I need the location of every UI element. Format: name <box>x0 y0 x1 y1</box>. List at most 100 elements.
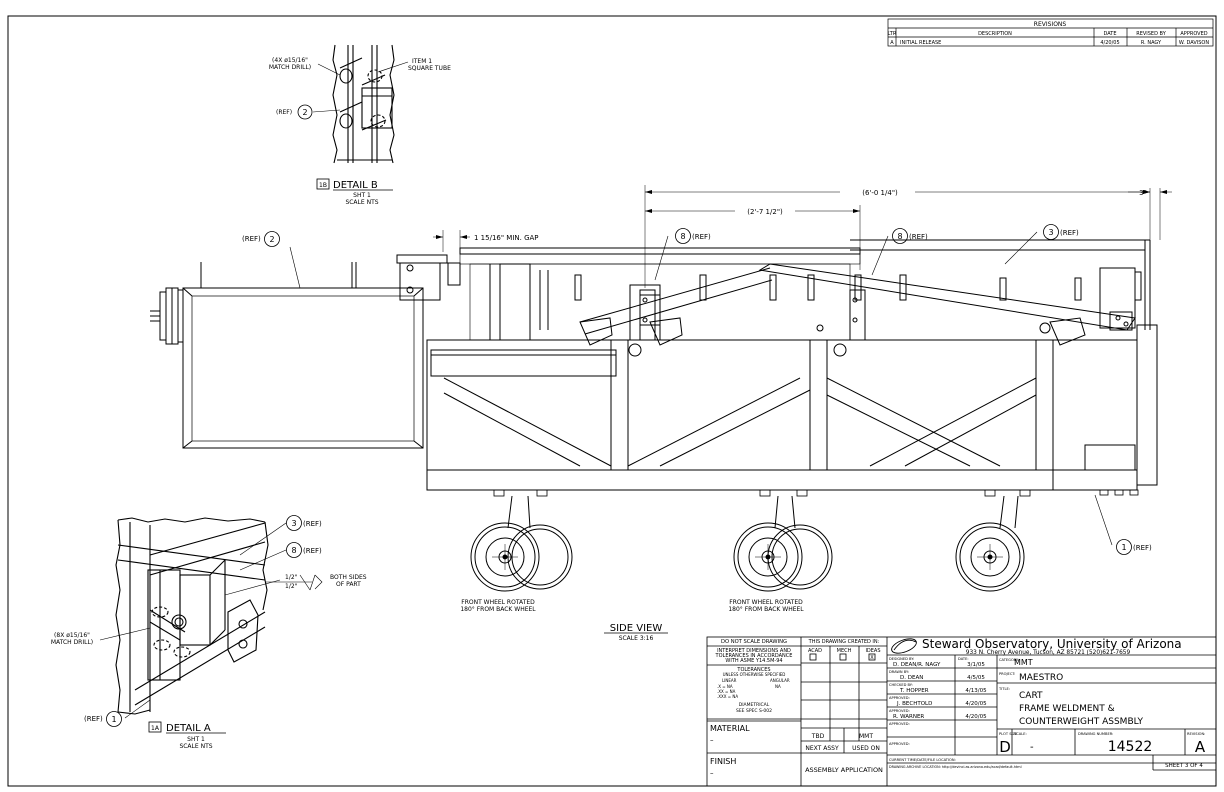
tb-approved3-label: APPROVED: <box>889 722 910 726</box>
side-view-scale: SCALE 3:16 <box>619 635 654 642</box>
detail-b-title: DETAIL B <box>333 180 378 191</box>
tb-angular: ANGULAR <box>770 678 790 683</box>
tb-approved2-label: APPROVED: <box>889 709 910 713</box>
tb-no-scale: DO NOT SCALE DRAWING <box>721 639 787 645</box>
tb-material-value: – <box>710 736 714 744</box>
detail-a-ref8-label: (REF) <box>303 547 322 555</box>
tb-next-assy: NEXT ASSY <box>805 745 839 752</box>
sv-ref1-num: 1 <box>1121 543 1126 552</box>
tb-plot-size-label: PLOT SIZE <box>999 732 1018 736</box>
tb-category: MMT <box>1014 658 1033 667</box>
tb-ideas: IDEAS <box>865 648 880 654</box>
wheel-note-1b: 180° FROM BACK WHEEL <box>460 606 536 613</box>
detail-a-ref1-num: 1 <box>111 715 116 724</box>
tb-interpret-1: INTERPRET DIMENSIONS AND <box>717 648 791 654</box>
rev-col-ltr: LTR <box>888 31 897 37</box>
tb-checked-date: 4/13/05 <box>965 688 987 694</box>
sv-ref8a-balloon <box>675 228 691 244</box>
steward-logo <box>891 638 917 654</box>
tb-designed-date-label: DATE: <box>958 657 969 661</box>
detail-a-scale: SCALE NTS <box>179 743 212 750</box>
detail-b-match-drill-1: (4X ø15/16" <box>272 57 308 64</box>
detail-b-item1-tube: SQUARE TUBE <box>408 65 451 72</box>
side-view-drawing <box>150 185 1172 546</box>
dim-right: 3" <box>1139 189 1147 197</box>
tb-approved1: J. BECHTOLD <box>896 701 932 707</box>
sv-ref1-balloon <box>1116 539 1132 555</box>
rev-col-approved: APPROVED <box>1180 31 1207 37</box>
rev-row-revised-by: R. NAGY <box>1141 40 1162 46</box>
rev-col-date: DATE <box>1103 31 1116 37</box>
wheel-2 <box>733 522 833 592</box>
sv-ref2-label: (REF) <box>242 235 261 243</box>
tb-diametrical: DIAMETRICAL <box>739 702 770 708</box>
tb-see-spec: SEE SPEC S-002 <box>736 708 772 714</box>
detail-b-drawing <box>312 44 409 164</box>
sv-ref8b-balloon <box>892 228 908 244</box>
tb-assembly-app: ASSEMBLY APPLICATION <box>805 766 883 774</box>
side-view-title: SIDE VIEW <box>610 623 663 634</box>
tb-project-label: PROJECT: <box>999 672 1015 676</box>
sv-ref8b-label: (REF) <box>909 233 928 241</box>
dimension-arrows <box>436 190 1167 239</box>
title-block-grid <box>706 636 1217 787</box>
tb-mmt-small: MMT <box>859 733 873 740</box>
rev-row-date: 4/20/05 <box>1100 40 1119 46</box>
tb-approved4-label: APPROVED: <box>889 742 910 746</box>
tb-approved1-date: 4/20/05 <box>965 701 987 707</box>
tb-finish-label: FINISH <box>710 757 736 766</box>
drawing-border <box>7 15 1217 787</box>
tb-acad: ACAD <box>808 648 822 654</box>
rev-col-revised-by: REVISED BY <box>1136 31 1166 37</box>
detail-b-ref-num: 2 <box>302 108 307 117</box>
sv-ref8a-label: (REF) <box>692 233 711 241</box>
tb-title-3: COUNTERWEIGHT ASSMBLY <box>1019 717 1143 727</box>
detail-a-ref1-balloon <box>106 711 122 727</box>
tb-created-in: THIS DRAWING CREATED IN: <box>808 639 880 645</box>
tb-plot-size: D <box>999 738 1011 756</box>
detail-a-title: DETAIL A <box>166 723 211 734</box>
detail-a-ref1-label: (REF) <box>84 715 103 723</box>
sv-ref2-balloon <box>264 231 280 247</box>
tb-tol-xxx: .XXX = NA <box>717 694 738 699</box>
detail-a-ref3-num: 3 <box>291 519 296 528</box>
tb-scale: - <box>1030 742 1034 753</box>
tb-interpret-2: TOLERANCES IN ACCORDANCE <box>715 653 793 659</box>
detail-b-tag: 1B <box>319 182 327 189</box>
detail-b-ref-label: (REF) <box>276 109 292 116</box>
sv-ref3-balloon <box>1043 224 1059 240</box>
tb-current-time-label: CURRENT TIME/DATE/FILE LOCATION: <box>889 758 956 762</box>
rev-row-approved: W. DAVISON <box>1179 40 1209 46</box>
tb-unless: UNLESS OTHERWISE SPECIFIED <box>723 672 786 677</box>
tb-org-address: 933 N. Cherry Avenue, Tucson, AZ 85721 (… <box>966 650 1131 656</box>
rev-col-description: DESCRIPTION <box>978 31 1012 37</box>
tb-drawn-date: 4/5/05 <box>967 675 985 681</box>
wheel-note-1a: FRONT WHEEL ROTATED <box>461 599 535 606</box>
detail-a-ref3-label: (REF) <box>303 520 322 528</box>
detail-a-ref8-balloon <box>286 542 302 558</box>
tb-approved2-date: 4/20/05 <box>965 714 987 720</box>
tb-checked-by-label: CHECKED BY: <box>889 683 913 687</box>
tb-checked-by: T. HOPPER <box>899 688 929 694</box>
detail-a-weld-note-1: BOTH SIDES <box>330 574 367 581</box>
detail-b-item1: ITEM 1 <box>412 58 432 65</box>
tb-title-2: FRAME WELDMENT & <box>1019 704 1115 714</box>
detail-a-tag: 1A <box>151 725 160 732</box>
tb-archive-label: DRAWING ARCHIVE LOCATION: http://devinci… <box>889 765 1022 769</box>
detail-a-drawing <box>99 517 323 719</box>
tb-linear: LINEAR <box>722 678 737 683</box>
tb-drawing-number: 14522 <box>1108 739 1153 755</box>
tb-org-name: Steward Observatory, University of Arizo… <box>922 637 1182 651</box>
detail-a-sheet: SHT 1 <box>187 736 205 743</box>
tb-tol-x: .X = NA <box>717 684 733 689</box>
tb-title-label: TITLE: <box>998 687 1010 691</box>
tb-used-on: USED ON <box>852 745 880 752</box>
wheel-note-2b: 180° FROM BACK WHEEL <box>728 606 804 613</box>
tb-drawing-number-label: DRAWING NUMBER: <box>1078 732 1113 736</box>
detail-a-weld-note-2: OF PART <box>336 581 361 588</box>
rev-row-ltr: A <box>890 40 894 46</box>
tb-designed-date: 3/1/05 <box>967 662 985 668</box>
dim-inner: (2'-7 1/2") <box>747 208 783 216</box>
tb-tolerances: TOLERANCES <box>736 667 770 673</box>
